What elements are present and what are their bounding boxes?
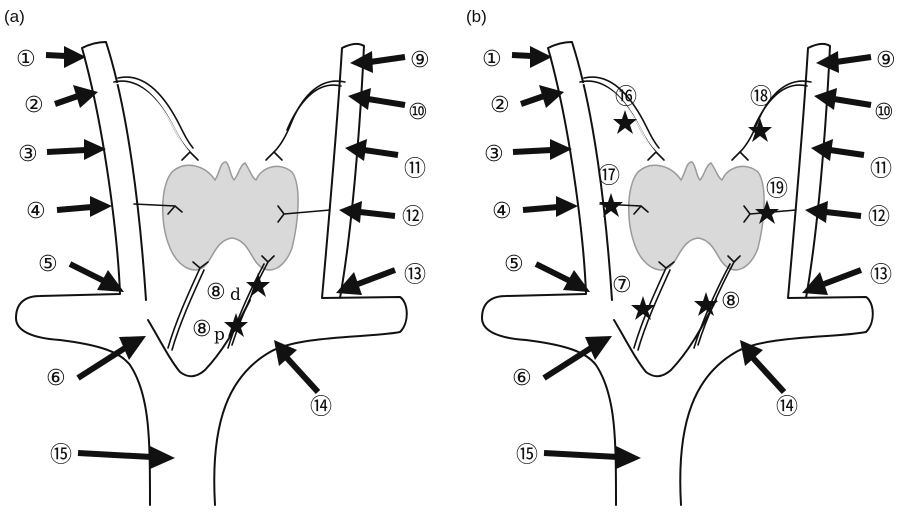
label-b-12: ⑫ <box>868 205 890 230</box>
label-12: ⑫ <box>402 205 424 230</box>
label-b-13: ⑬ <box>870 263 892 288</box>
label-b-15: ⑮ <box>516 443 538 468</box>
label-19: ⑲ <box>766 177 788 202</box>
label-8p-suffix: p <box>214 325 225 345</box>
label-7: ⑦ <box>612 273 632 298</box>
label-b-14: ⑭ <box>776 395 798 420</box>
label-3: ③ <box>18 142 38 167</box>
label-8p: ⑧ <box>192 317 212 342</box>
panel-label-b: (b) <box>466 7 487 26</box>
panel-a: (a) ① ② ③ ④ ⑤ ⑥ ⑨ ⑩ ⑪ ⑫ ⑬ ⑭ ⑮ ⑧ d ⑧ p <box>4 7 430 505</box>
label-6: ⑥ <box>46 366 66 391</box>
label-15: ⑮ <box>50 443 72 468</box>
star-16 <box>613 110 637 134</box>
label-b-1: ① <box>482 47 502 72</box>
label-b-9: ⑨ <box>876 48 896 73</box>
label-11: ⑪ <box>404 157 426 182</box>
label-4: ④ <box>26 199 46 224</box>
label-8d-suffix: d <box>230 285 241 305</box>
label-b-5: ⑤ <box>504 252 524 277</box>
label-1: ① <box>16 47 36 72</box>
label-5: ⑤ <box>38 252 58 277</box>
label-18: ⑱ <box>750 85 772 110</box>
label-10: ⑩ <box>408 100 428 125</box>
label-b-4: ④ <box>492 199 512 224</box>
star-18 <box>748 118 772 142</box>
label-b-6: ⑥ <box>512 366 532 391</box>
label-b-11: ⑪ <box>870 157 892 182</box>
label-b-8: ⑧ <box>721 289 741 314</box>
label-16: ⑯ <box>615 85 637 110</box>
label-13: ⑬ <box>404 263 426 288</box>
label-b-2: ② <box>490 93 510 118</box>
label-8d: ⑧ <box>206 280 226 305</box>
label-14: ⑭ <box>310 395 332 420</box>
label-17: ⑰ <box>598 164 620 189</box>
label-b-10: ⑩ <box>874 100 894 125</box>
panel-label-a: (a) <box>4 7 25 26</box>
label-2: ② <box>24 93 44 118</box>
panel-b: (b) ① ② ③ ④ ⑤ ⑥ ⑨ ⑩ ⑪ ⑫ ⑬ ⑭ ⑮ ⑯ ⑰ ⑦ ⑧ ⑱ … <box>466 7 896 505</box>
label-b-3: ③ <box>484 142 504 167</box>
label-9: ⑨ <box>410 48 430 73</box>
